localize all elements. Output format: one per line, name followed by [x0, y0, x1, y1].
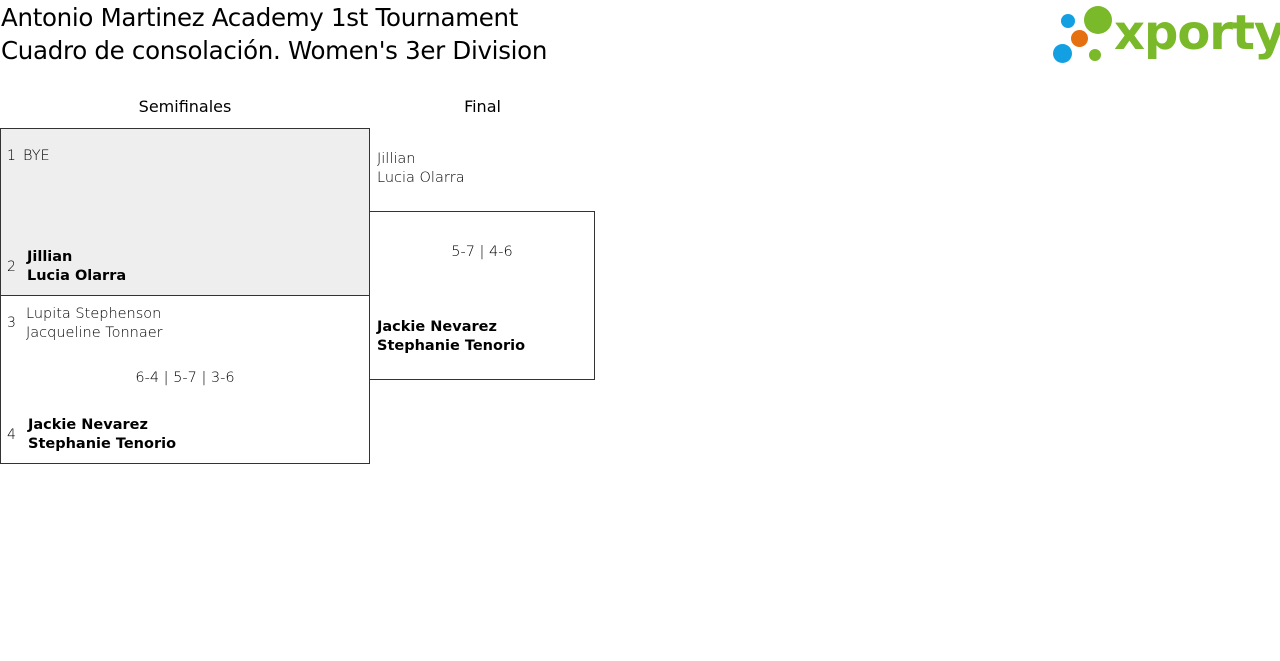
xporty-logo[interactable]: xporty	[1050, 4, 1280, 66]
player-name: Stephanie Tenorio	[28, 436, 177, 452]
page-title: Antonio Martinez Academy 1st Tournament …	[1, 1, 547, 67]
logo-dot-green-large	[1084, 6, 1112, 34]
team-winner[interactable]: Jackie Nevarez Stephanie Tenorio	[28, 416, 176, 454]
player-name: Jillian	[377, 151, 416, 167]
player-name: Jackie Nevarez	[28, 417, 148, 433]
team-bye: BYE	[23, 147, 50, 166]
player-name: Jackie Nevarez	[377, 319, 497, 335]
round-title-semifinals: Semifinales	[138, 97, 232, 116]
logo-dot-blue-large	[1053, 44, 1072, 63]
match-score: 6-4 | 5-7 | 3-6	[135, 370, 235, 386]
round-title-final: Final	[464, 97, 501, 116]
seed-number: 2	[7, 259, 16, 275]
semifinal-match-1	[0, 128, 370, 296]
final-match	[369, 211, 595, 380]
player-name: Lucia Olarra	[27, 268, 127, 284]
player-name: Jillian	[27, 249, 73, 265]
logo-dot-orange	[1071, 30, 1088, 47]
logo-dot-blue-small	[1061, 14, 1075, 28]
tournament-name: Antonio Martinez Academy 1st Tournament	[1, 3, 519, 32]
player-name: Stephanie Tenorio	[377, 338, 526, 354]
logo-dot-green-small	[1089, 49, 1101, 61]
final-team-top[interactable]: Jillian Lucia Olarra	[377, 150, 465, 188]
team-loser[interactable]: Lupita Stephenson Jacqueline Tonnaer	[26, 305, 163, 343]
draw-name: Cuadro de consolación. Women's 3er Divis…	[1, 36, 548, 65]
seed-number: 3	[7, 315, 16, 331]
player-name: BYE	[23, 148, 50, 164]
match-score: 5-7 | 4-6	[451, 244, 513, 260]
player-name: Lucia Olarra	[377, 170, 465, 186]
seed-number: 4	[7, 427, 16, 443]
seed-number: 1	[7, 148, 16, 164]
team-winner[interactable]: Jillian Lucia Olarra	[27, 248, 126, 286]
final-team-winner[interactable]: Jackie Nevarez Stephanie Tenorio	[377, 318, 525, 356]
logo-wordmark: xporty	[1114, 5, 1280, 61]
player-name: Lupita Stephenson	[26, 306, 162, 322]
player-name: Jacqueline Tonnaer	[26, 325, 163, 341]
